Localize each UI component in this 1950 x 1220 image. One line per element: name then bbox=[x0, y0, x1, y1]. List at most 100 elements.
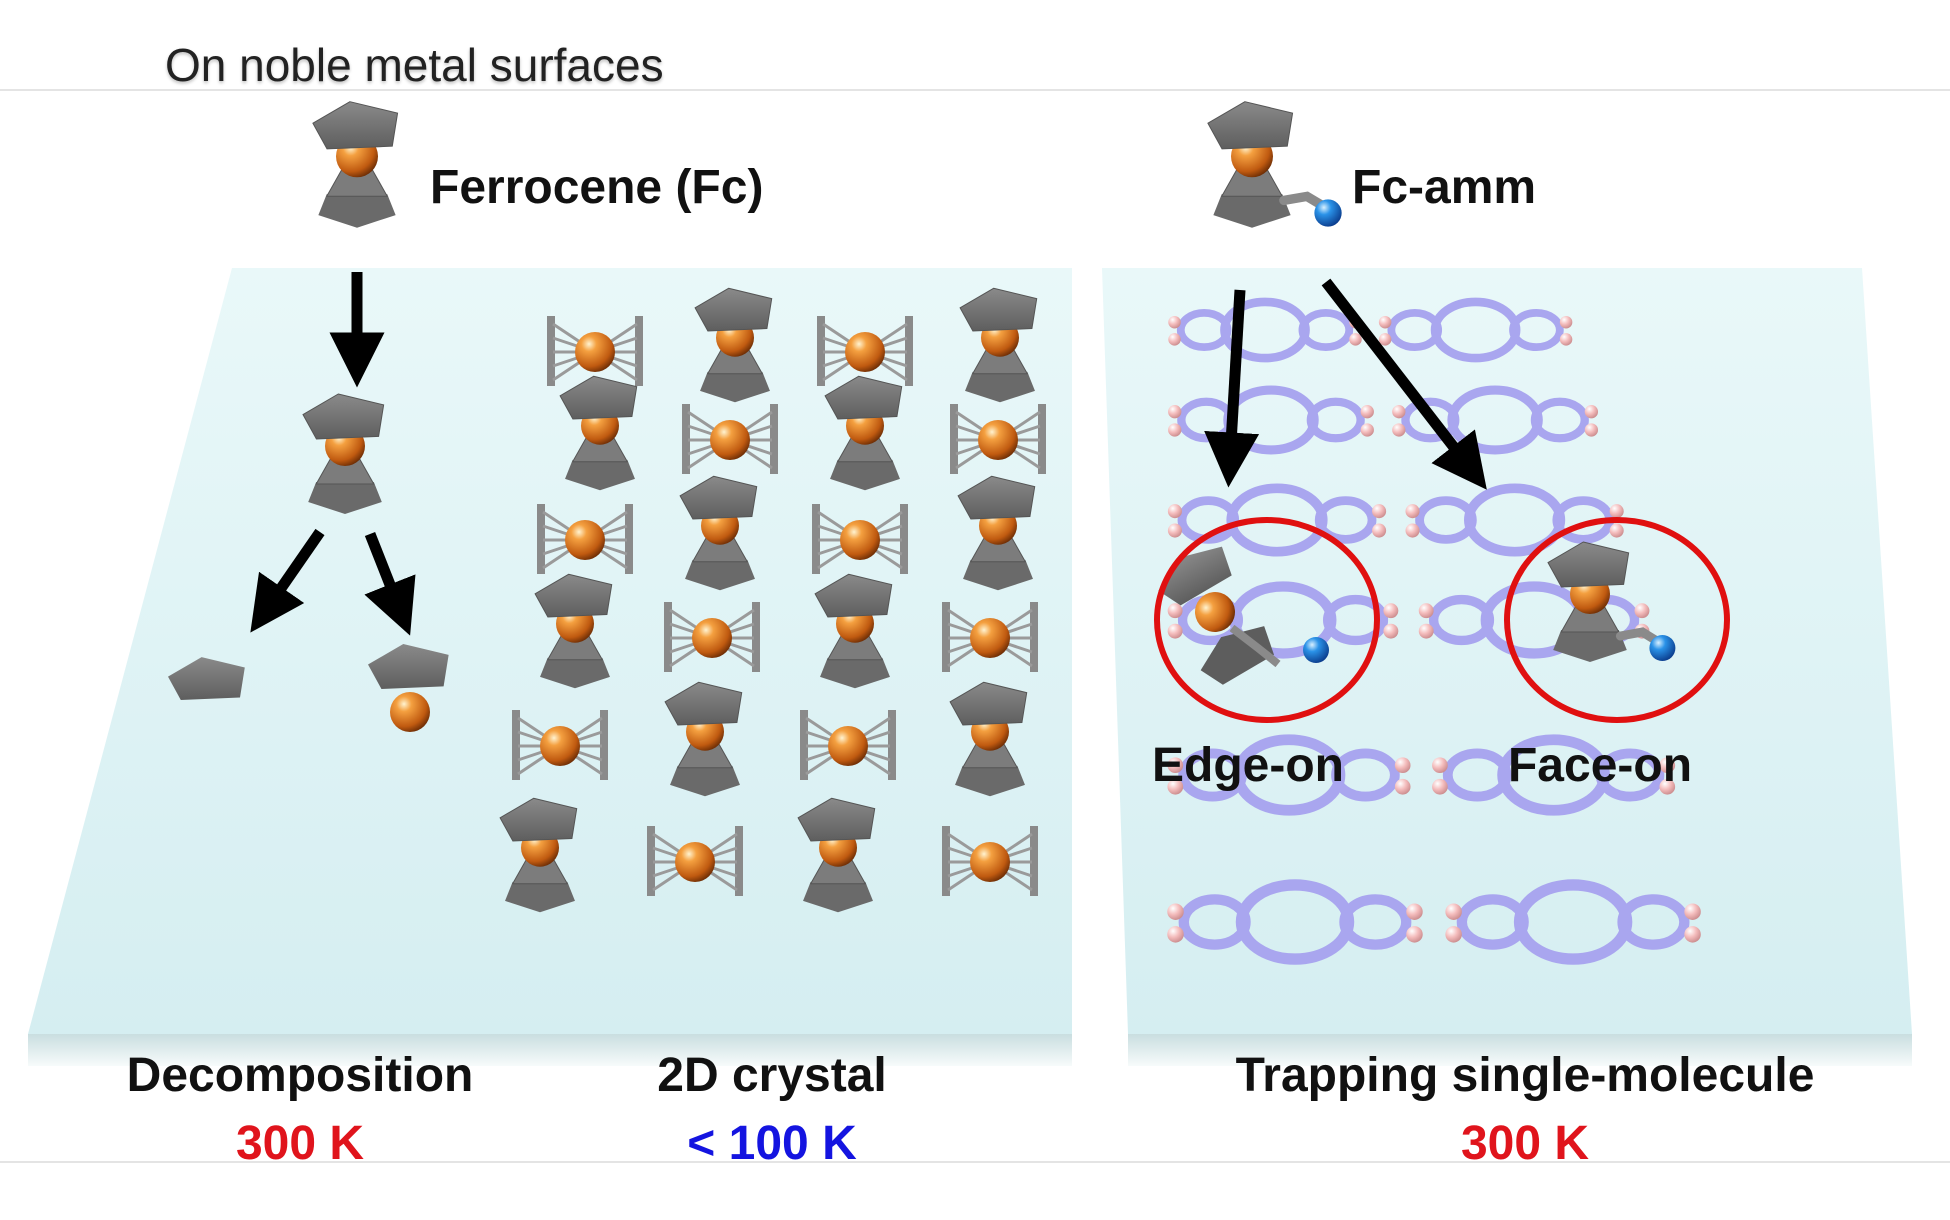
bottom-cp-ring bbox=[565, 459, 635, 491]
host-end-cap bbox=[1167, 504, 1182, 519]
bottom-cp-ring bbox=[318, 194, 396, 228]
bottom-cp-ring bbox=[965, 371, 1035, 403]
right-cp-ring bbox=[900, 504, 908, 574]
iron-atom bbox=[675, 842, 715, 882]
host-molecule bbox=[1167, 879, 1423, 965]
ferrocene-molecule bbox=[312, 101, 399, 228]
crystal-upright-ferrocene bbox=[959, 287, 1038, 403]
right-cp-ring bbox=[1030, 826, 1038, 896]
right-cp-ring bbox=[625, 504, 633, 574]
cp-ring-fragment bbox=[168, 657, 245, 700]
bottom-cp-ring bbox=[1200, 626, 1274, 685]
fc-amm-molecule bbox=[1207, 101, 1342, 228]
host-end-cap bbox=[1168, 315, 1181, 329]
left-cp-ring bbox=[950, 404, 958, 474]
trapping-temperature: 300 K bbox=[1460, 1117, 1590, 1170]
host-end-cap bbox=[1167, 926, 1184, 943]
host-end-cap bbox=[1167, 778, 1184, 795]
right-cp-ring bbox=[600, 710, 608, 780]
bottom-cp-ring bbox=[700, 371, 770, 403]
host-molecule bbox=[1405, 483, 1624, 557]
face-on-fc-amm bbox=[1547, 541, 1676, 662]
crystal-side-ferrocene bbox=[800, 710, 896, 780]
host-molecule bbox=[1378, 297, 1573, 363]
host-end-cap bbox=[1609, 523, 1624, 538]
top-cp-ring bbox=[664, 681, 743, 726]
left-cp-ring bbox=[942, 826, 950, 896]
host-end-cap bbox=[1378, 315, 1392, 329]
bottom-cp-ring bbox=[308, 482, 382, 514]
edge-on-highlight-circle bbox=[1154, 517, 1380, 723]
top-cp-ring bbox=[797, 797, 876, 842]
right-cp-ring bbox=[752, 602, 760, 672]
crystal-side-ferrocene bbox=[682, 404, 778, 474]
edge-on-linker bbox=[1229, 624, 1281, 668]
host-molecule bbox=[1445, 879, 1701, 965]
host-end-cap bbox=[1609, 504, 1624, 519]
host-end-cap bbox=[1559, 315, 1573, 329]
bottom-cp-ring bbox=[955, 765, 1025, 797]
bottom-cp-ring bbox=[963, 559, 1033, 591]
edge-on-label: Edge-on bbox=[1152, 739, 1344, 792]
left-cp-ring bbox=[512, 710, 520, 780]
host-end-cap bbox=[1167, 603, 1183, 619]
crystal-upright-ferrocene bbox=[814, 573, 893, 689]
bottom-cp-ring bbox=[820, 657, 890, 689]
host-end-cap bbox=[1167, 623, 1183, 639]
top-cp-ring bbox=[824, 375, 903, 420]
face-on-highlight-circle bbox=[1504, 517, 1730, 723]
host-end-cap bbox=[1584, 423, 1599, 437]
trapping-label: Trapping single-molecule bbox=[1235, 1049, 1815, 1102]
crystal-side-ferrocene bbox=[537, 504, 633, 574]
crystal-upright-ferrocene bbox=[679, 475, 758, 591]
left-cp-ring bbox=[664, 602, 672, 672]
bottom-cp-ring bbox=[505, 881, 575, 913]
right-cp-ring bbox=[635, 316, 643, 386]
host-end-cap bbox=[1659, 757, 1676, 774]
host-end-cap bbox=[1406, 926, 1423, 943]
top-cp-ring bbox=[814, 573, 893, 618]
host-end-cap bbox=[1372, 523, 1387, 538]
top-cp-ring bbox=[1207, 101, 1294, 150]
host-end-cap bbox=[1392, 405, 1406, 419]
left-cp-ring bbox=[537, 504, 545, 574]
host-end-cap bbox=[1360, 405, 1374, 419]
host-small-ring bbox=[1331, 748, 1400, 802]
bottom-cp-ring bbox=[830, 459, 900, 491]
left-cp-ring bbox=[817, 316, 825, 386]
crystal-side-ferrocene bbox=[817, 316, 913, 386]
iron-atom bbox=[692, 618, 732, 658]
top-cp-ring bbox=[368, 643, 449, 689]
host-end-cap bbox=[1405, 523, 1420, 538]
crystal-side-ferrocene bbox=[512, 710, 608, 780]
host-end-cap bbox=[1168, 405, 1182, 419]
top-cp-ring bbox=[302, 393, 385, 440]
bottom-cp-ring bbox=[540, 657, 610, 689]
crystal-upright-ferrocene bbox=[824, 375, 903, 491]
host-end-cap bbox=[1392, 423, 1406, 437]
host-end-cap bbox=[1405, 504, 1420, 519]
iron-atom bbox=[978, 420, 1018, 460]
crystal-label: 2D crystal bbox=[657, 1049, 887, 1102]
host-end-cap bbox=[1383, 603, 1399, 619]
diagram-title: On noble metal surfaces bbox=[165, 39, 664, 91]
host-small-ring bbox=[1530, 397, 1589, 443]
host-end-cap bbox=[1584, 405, 1599, 419]
host-end-cap bbox=[1167, 903, 1184, 920]
host-ring-array bbox=[1167, 297, 1701, 965]
top-cp-ring bbox=[959, 287, 1038, 332]
bottom-cp-ring bbox=[1213, 194, 1291, 228]
crystal-upright-ferrocene bbox=[694, 287, 773, 403]
iron-atom bbox=[540, 726, 580, 766]
host-end-cap bbox=[1432, 778, 1448, 795]
right-cp-ring bbox=[770, 404, 778, 474]
right-cp-ring bbox=[905, 316, 913, 386]
crystal-upright-ferrocene bbox=[949, 681, 1028, 797]
host-small-ring bbox=[1298, 308, 1354, 352]
adsorbed-ferrocene bbox=[302, 393, 385, 514]
host-end-cap bbox=[1383, 623, 1399, 639]
iron-atom bbox=[970, 618, 1010, 658]
host-small-ring bbox=[1595, 748, 1665, 802]
surface-left bbox=[28, 268, 1072, 1066]
